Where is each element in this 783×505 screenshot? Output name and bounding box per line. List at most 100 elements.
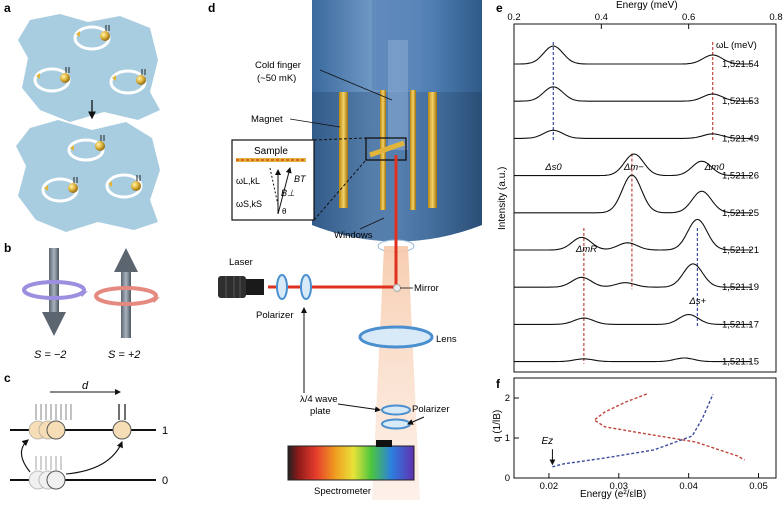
panel-f-x-tick-label: 0.02 bbox=[540, 481, 559, 492]
panel-label-d: d bbox=[208, 1, 215, 15]
sample-stage bbox=[369, 140, 405, 158]
panel-f: f Energy (e²/εlB) q (1/lB) 0.02 0.03 0.04 0… bbox=[492, 377, 777, 500]
panel-e-series-label: 1,521.53 bbox=[722, 96, 759, 107]
panel-f-frame bbox=[513, 377, 777, 479]
panel-e-peak-annotation: ΔmR bbox=[575, 244, 597, 255]
panel-e-spectrum-line bbox=[514, 45, 752, 65]
polarizer-1-label: Polarizer bbox=[256, 310, 294, 321]
panel-e-series-label: 1,521.15 bbox=[722, 357, 759, 368]
magnet-label: Magnet bbox=[251, 114, 283, 125]
blob-bottom bbox=[16, 120, 160, 232]
panel-e-series-label: 1,521.17 bbox=[722, 319, 759, 330]
spin-up-arrow bbox=[94, 248, 160, 338]
panel-f-y-axis-label: q (1/lB) bbox=[492, 410, 503, 442]
level-1-label: 1 bbox=[162, 425, 168, 437]
panel-e-y-axis-label: Intensity (a.u.) bbox=[497, 167, 508, 230]
polarizer-2-pointer bbox=[407, 416, 425, 425]
panel-e-spectrum-line bbox=[514, 263, 752, 288]
sample-highlight-box bbox=[365, 137, 407, 161]
panel-a: a bbox=[4, 1, 160, 232]
panel-f-series bbox=[549, 393, 745, 468]
panel-f-y-tick-label: 1 bbox=[505, 433, 510, 444]
inset-laser-label: ωL,kL bbox=[236, 176, 260, 186]
panel-e-tick-label: 0.8 bbox=[769, 12, 782, 23]
panel-e-series-label: 1,521.25 bbox=[722, 208, 759, 219]
distance-label: d bbox=[82, 380, 89, 392]
panel-e-frame bbox=[513, 23, 777, 373]
panel-f-x-tick-label: 0.04 bbox=[679, 481, 698, 492]
panel-e-spectrum-line bbox=[514, 313, 752, 325]
waveplate-label-1: λ/4 wave bbox=[300, 394, 338, 405]
panel-e-legend-title: ωL (meV) bbox=[716, 40, 757, 51]
panel-e-peak-annotation: Δs+ bbox=[688, 296, 706, 307]
magnet-pointer bbox=[289, 118, 341, 128]
waveplate-polarizer-optics bbox=[276, 274, 312, 300]
panel-e-spectrum-line bbox=[514, 129, 752, 139]
panel-c: c 1 0 d bbox=[4, 371, 168, 490]
panel-label-e: e bbox=[496, 1, 503, 15]
panel-e-spectrum-line bbox=[514, 218, 752, 251]
panel-e-series-label: 1,521.26 bbox=[722, 171, 759, 182]
panel-label-c: c bbox=[4, 371, 11, 385]
panel-e-x-axis-label: Energy (meV) bbox=[616, 0, 678, 11]
cold-finger-pointer bbox=[319, 69, 393, 101]
spin-down-arrow bbox=[22, 248, 88, 336]
spin-arrows-a bbox=[65, 25, 146, 183]
panel-f-dispersion-curve bbox=[552, 393, 714, 468]
panel-e-spectrum-line bbox=[514, 174, 752, 214]
polarizer-2-label: Polarizer bbox=[412, 404, 450, 415]
blob-top bbox=[18, 14, 160, 122]
sample-label: Sample bbox=[254, 146, 288, 157]
inset-btotal-label: BT bbox=[294, 174, 307, 184]
panel-f-x-axis-label: Energy (e²/εlB) bbox=[580, 489, 646, 500]
panel-f-x-tick-label: 0.05 bbox=[749, 481, 768, 492]
orbits-top bbox=[33, 25, 147, 95]
panel-b: b S = −2 S = +2 bbox=[4, 241, 160, 361]
panel-f-y-tick-label: 0 bbox=[505, 473, 510, 484]
orbits-bottom bbox=[41, 138, 143, 203]
panel-f-y-tick-label: 2 bbox=[505, 393, 510, 404]
spin-up-label: S = +2 bbox=[108, 349, 140, 361]
waveplate-label-2: plate bbox=[310, 406, 331, 417]
mirror bbox=[393, 284, 401, 292]
cold-finger-temp-label: (~50 mK) bbox=[257, 73, 296, 84]
laser-device bbox=[218, 276, 264, 298]
lens bbox=[358, 325, 434, 349]
second-polarizer bbox=[381, 404, 411, 430]
panel-label-b: b bbox=[4, 241, 11, 255]
panel-e-tick-label: 0.2 bbox=[507, 12, 520, 23]
panel-e-guides bbox=[552, 42, 714, 364]
scattered-beam bbox=[372, 246, 420, 500]
panel-e-spectrum-line bbox=[514, 153, 752, 177]
windows-label: Windows bbox=[334, 230, 373, 241]
inset-scattered-label: ωS,kS bbox=[236, 199, 262, 209]
panel-e-series-label: 1,521.54 bbox=[722, 59, 759, 70]
panel-d: d bbox=[208, 0, 482, 500]
panel-e-series-label: 1,521.49 bbox=[722, 133, 759, 144]
panel-e: e Energy (meV) Intensity (a.u.) ωL (meV)… bbox=[496, 0, 783, 373]
inset-theta-label: θ bbox=[282, 207, 287, 216]
cold-finger-label: Cold finger bbox=[255, 60, 301, 71]
panel-e-peak-annotation: Δm− bbox=[623, 162, 644, 173]
spin-down-label: S = −2 bbox=[34, 349, 66, 361]
panel-e-series: 1,521.54 1,521.53 1,521.49 1,521.26 1,521.25… bbox=[514, 45, 759, 368]
particles-level-0 bbox=[20, 439, 123, 490]
spectrometer-label: Spectrometer bbox=[314, 486, 371, 497]
panel-f-x-tick-label: 0.03 bbox=[610, 481, 629, 492]
panel-e-series-label: 1,521.19 bbox=[722, 282, 759, 293]
level-0-label: 0 bbox=[162, 475, 168, 487]
lens-label: Lens bbox=[436, 334, 457, 345]
windows-pointer bbox=[359, 217, 385, 230]
panel-e-spectrum-line bbox=[514, 86, 752, 102]
waveplate-pointer-right bbox=[337, 403, 381, 413]
sample-inset bbox=[231, 137, 367, 221]
panel-e-tick-label: 0.4 bbox=[595, 12, 608, 23]
ez-annotation: Ez bbox=[541, 436, 553, 447]
panel-label-f: f bbox=[496, 377, 501, 391]
laser-label: Laser bbox=[229, 257, 253, 268]
inset-bperp-label: B⊥ bbox=[281, 188, 295, 198]
particles-level-1 bbox=[28, 404, 132, 440]
panel-e-spectrum-line bbox=[514, 357, 752, 363]
